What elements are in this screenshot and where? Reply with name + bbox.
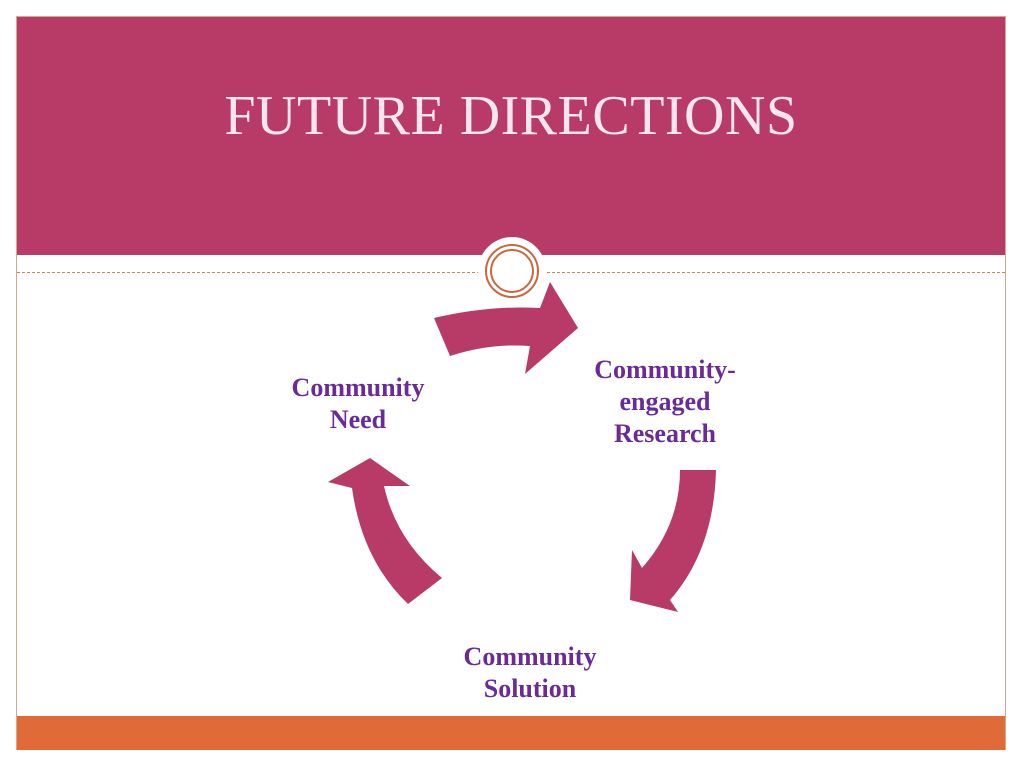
node-label-line: Research [613,419,717,448]
arrow-solution-to-need [328,458,442,604]
node-label-line: Community [291,373,425,402]
title-banner [17,17,1005,255]
arrow-research-to-solution [630,470,716,612]
node-community-engaged-research: Community- engaged Research [555,354,775,450]
node-community-solution: Community Solution [420,641,640,705]
slide-title: FUTURE DIRECTIONS [224,85,798,147]
node-label-line: Community [463,642,597,671]
node-label-line: Community- [594,355,736,384]
node-label-line: Need [329,405,387,434]
node-label-line: engaged [619,387,711,416]
node-label-line: Solution [483,674,577,703]
node-community-need: Community Need [258,372,458,436]
footer-bar [17,716,1005,750]
arrow-need-to-research [434,282,578,374]
